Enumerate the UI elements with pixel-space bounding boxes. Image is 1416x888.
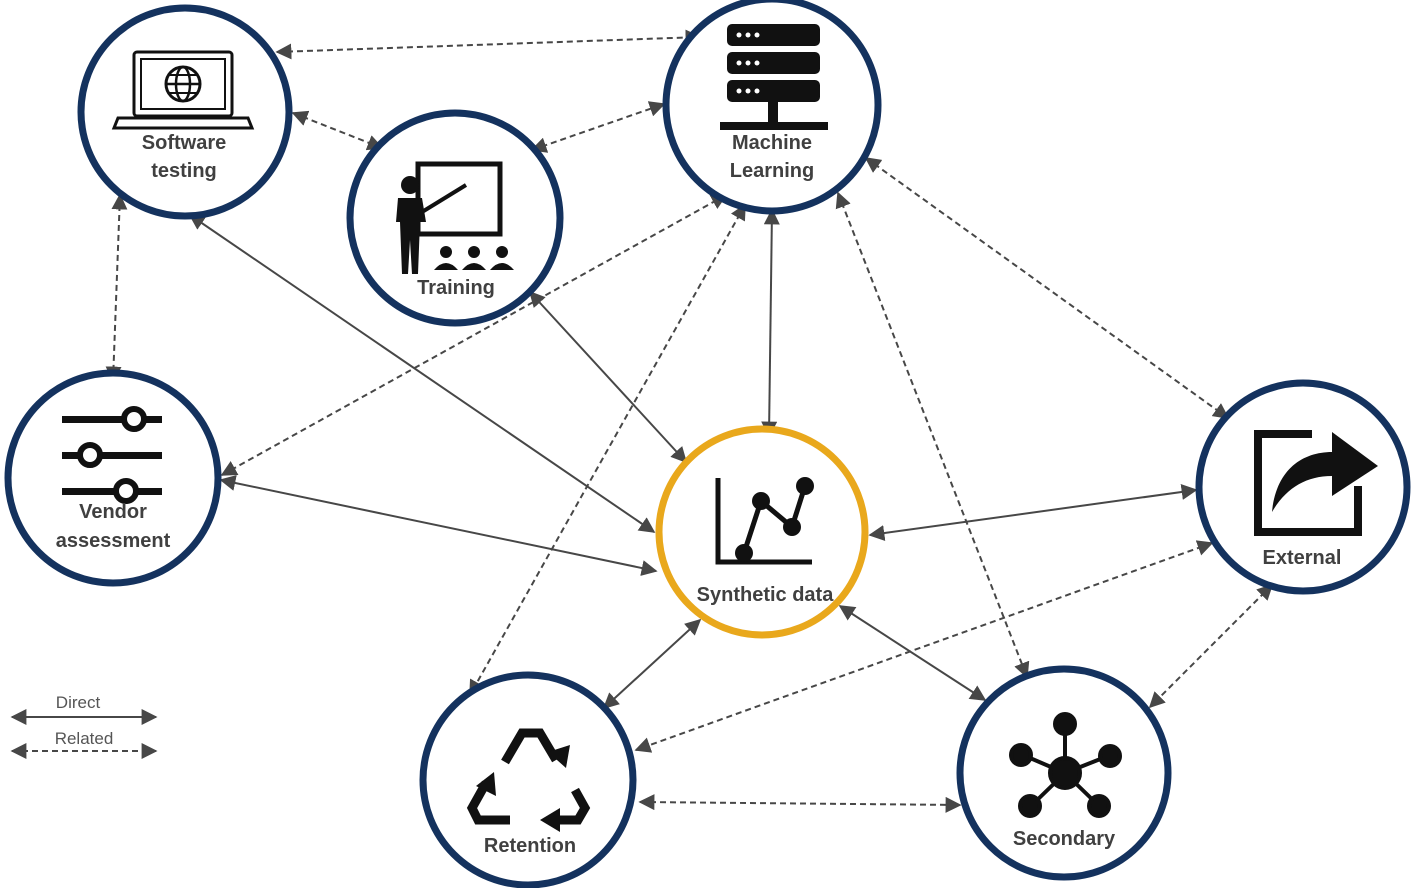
node-machine-learning: Machine Learning — [662, 0, 882, 215]
node-secondary: Secondary — [956, 665, 1172, 881]
node-ring — [4, 369, 222, 587]
node-label: External — [1263, 547, 1342, 569]
node-ring — [655, 425, 869, 639]
server-rack-icon — [720, 24, 828, 130]
edge-vendor-synthetic — [219, 475, 658, 576]
edge-training-synthetic — [528, 290, 688, 464]
node-label: Secondary — [1013, 828, 1116, 850]
edge-software-ml — [275, 29, 702, 60]
recycle-icon — [466, 728, 591, 832]
share-arrow-icon — [1254, 430, 1378, 536]
edge-ml-synthetic — [761, 208, 780, 438]
node-ring — [1195, 379, 1411, 595]
node-vendor-assessment: Vendor assessment — [4, 369, 222, 587]
node-label-line1: Vendor — [79, 501, 147, 523]
node-label-line2: assessment — [56, 530, 171, 552]
node-label-line2: testing — [151, 160, 217, 182]
node-retention: Retention — [419, 671, 637, 888]
node-ring — [419, 671, 637, 888]
legend-direct-label: Direct — [56, 693, 101, 712]
edge-training-ml — [530, 101, 666, 153]
node-label-line1: Software — [142, 132, 226, 154]
node-label: Synthetic data — [697, 584, 835, 606]
edge-ml-retention — [469, 203, 746, 697]
line-chart-icon — [715, 477, 814, 565]
edge-software-training — [291, 110, 384, 151]
edge-external-retention — [634, 540, 1214, 753]
edge-ml-secondary — [835, 191, 1030, 679]
node-label: Retention — [484, 835, 576, 857]
node-training: Training — [346, 109, 564, 327]
legend-related-label: Related — [55, 729, 114, 748]
edge-ml-external — [864, 157, 1230, 419]
sliders-icon — [62, 406, 162, 504]
edge-software-vendor — [105, 193, 128, 383]
node-synthetic-data: Synthetic data — [655, 425, 869, 639]
edge-retention-synthetic — [602, 618, 702, 710]
node-label-line1: Machine — [732, 132, 812, 154]
edge-external-secondary — [1148, 583, 1274, 709]
presenter-audience-icon — [396, 161, 514, 274]
related-edges — [105, 29, 1274, 813]
edge-retention-secondary — [638, 794, 962, 813]
legend: Direct Related — [10, 693, 158, 759]
laptop-globe-icon — [111, 50, 255, 130]
hub-network-icon — [1009, 712, 1122, 818]
node-label-line2: Learning — [730, 160, 814, 182]
node-software-testing: Software testing — [77, 4, 293, 220]
node-label: Training — [417, 277, 495, 299]
edge-external-synthetic — [868, 484, 1198, 541]
node-external: External — [1195, 379, 1411, 595]
edge-secondary-synthetic — [838, 605, 987, 701]
